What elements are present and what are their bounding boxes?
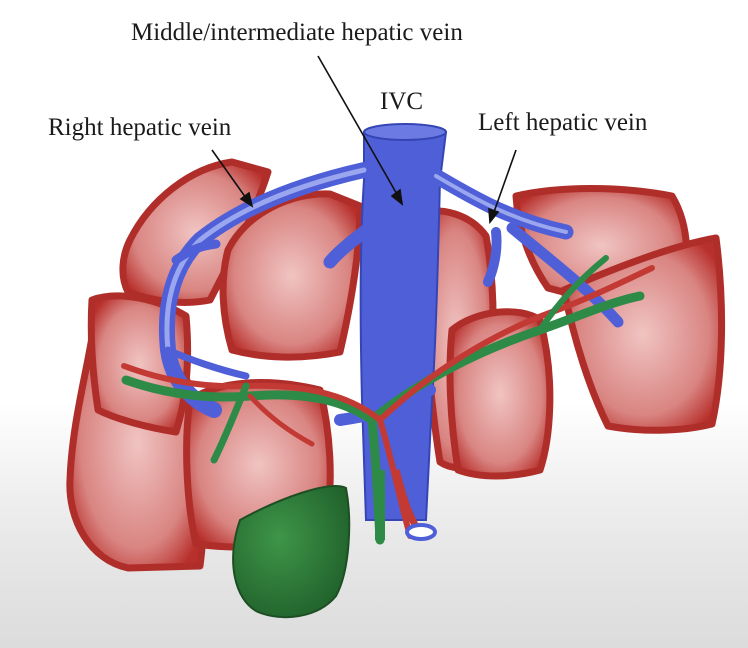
gallbladder bbox=[232, 485, 351, 619]
arrow-middle-hepatic-vein bbox=[317, 55, 399, 197]
label-middle-hepatic-vein: Middle/intermediate hepatic vein bbox=[131, 19, 463, 46]
arrow-left-hepatic-vein bbox=[493, 149, 517, 213]
portal-triad bbox=[121, 255, 655, 545]
vessel-ends bbox=[375, 469, 437, 541]
liver-segments bbox=[66, 158, 726, 572]
label-arrows bbox=[211, 55, 517, 225]
segment-left-lateral-lower bbox=[560, 234, 726, 434]
label-ivc: IVC bbox=[380, 88, 424, 115]
middle-hepatic-vein bbox=[323, 219, 379, 269]
label-right-hepatic-vein: Right hepatic vein bbox=[48, 114, 232, 141]
label-left-hepatic-vein: Left hepatic vein bbox=[478, 109, 648, 136]
arrow-right-hepatic-vein bbox=[211, 149, 247, 199]
